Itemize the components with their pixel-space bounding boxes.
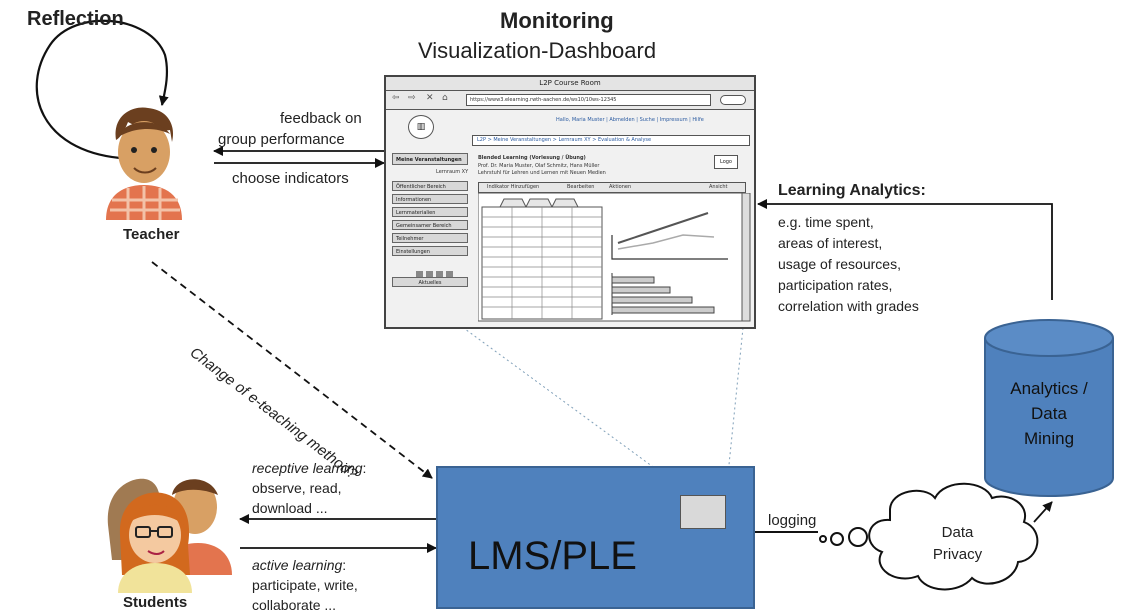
mockup-side-header: Meine Veranstaltungen	[392, 153, 468, 165]
mockup-side-item: Einstellungen	[392, 246, 468, 256]
receptive-colon: :	[362, 460, 367, 476]
privacy-line1: Data	[941, 524, 974, 541]
students-label: Students	[123, 594, 188, 611]
db-line1: Analytics /	[1010, 379, 1088, 398]
db-line2: Data	[1031, 404, 1067, 423]
mockup-toolbar: Indikator Hinzufügen Bearbeiten Aktionen…	[478, 182, 746, 193]
lms-ple-box: LMS/PLE	[436, 466, 755, 609]
lms-screen-icon	[680, 495, 726, 529]
analytics-item: e.g. time spent,	[778, 214, 874, 230]
students-avatar	[107, 478, 232, 593]
active-colon: :	[342, 557, 347, 573]
mockup-course-line2: Prof. Dr. Maria Muster, Olaf Schmitz, Ha…	[478, 163, 600, 169]
mockup-side-item: Öffentlicher Bereich	[392, 181, 468, 191]
privacy-to-db-arrow	[1033, 501, 1053, 523]
change-method-arrow	[151, 261, 433, 479]
mockup-toolbar-item: Indikator Hinzufügen	[487, 184, 540, 190]
teacher-avatar	[106, 107, 182, 220]
mockup-breadcrumb-bar: L2P > Meine Veranstaltungen > Lernraum X…	[472, 135, 750, 146]
monitoring-subtitle: Visualization-Dashboard	[418, 38, 657, 63]
mockup-toolbar-item: Bearbeiten	[567, 184, 595, 190]
mockup-side-item: Lernmaterialien	[392, 207, 468, 217]
home-icon: ⌂	[442, 93, 448, 103]
mockup-side-item: Informationen	[392, 194, 468, 204]
learning-analytics-title: Learning Analytics:	[778, 182, 926, 199]
feedback-line1: feedback on	[280, 110, 362, 127]
mockup-window-title: L2P Course Room	[386, 77, 754, 91]
logging-label: logging	[768, 512, 817, 529]
receptive-line3: download ...	[252, 500, 328, 516]
receptive-line2: observe, read,	[252, 480, 342, 496]
mockup-side-icons	[416, 262, 456, 277]
data-privacy-cloud	[868, 482, 1039, 591]
mockup-toolbar-item: Aktionen	[609, 184, 632, 190]
reflection-label: Reflection	[27, 8, 124, 30]
mockup-logo-button: Logo	[714, 155, 738, 169]
db-line3: Mining	[1023, 429, 1075, 448]
mockup-url: https://www3.elearning.rwth-aachen.de/ws…	[466, 94, 711, 106]
analytics-db-label: Analytics / Data Mining	[985, 376, 1113, 451]
back-icon: ⇦	[392, 93, 400, 103]
lms-ple-label: LMS/PLE	[468, 534, 637, 578]
monitoring-title: Monitoring	[500, 8, 614, 33]
forward-icon: ⇨	[408, 93, 416, 103]
mockup-course-line3: Lehrstuhl für Lehren und Lernen mit Neue…	[478, 170, 606, 176]
mockup-search-pill	[720, 95, 746, 105]
analytics-database	[984, 319, 1114, 497]
analytics-item: participation rates,	[778, 277, 893, 293]
data-privacy-label: Data Privacy	[900, 522, 1015, 566]
learning-analytics-list: e.g. time spent, areas of interest, usag…	[778, 212, 919, 317]
mockup-breadcrumb: L2P > Meine Veranstaltungen > Lernraum X…	[477, 137, 652, 143]
mockup-side-item: Gemeinsamer Bereich	[392, 220, 468, 230]
mockup-toolbar-item: Ansicht	[709, 184, 728, 190]
active-line3: collaborate ...	[252, 597, 337, 613]
active-learning-text: active learning: participate, write, col…	[252, 555, 358, 615]
mockup-navbar: ⇦ ⇨ ✕ ⌂ https://www3.elearning.rwth-aach…	[386, 91, 754, 110]
analytics-item: areas of interest,	[778, 235, 883, 251]
db-to-dashboard-arrow	[757, 199, 1053, 300]
mockup-top-links: Hallo, Maria Muster | Abmelden | Suche |…	[556, 117, 704, 123]
dashboard-mockup: L2P Course Room ⇦ ⇨ ✕ ⌂ https://www3.ele…	[384, 75, 756, 329]
receptive-learning-text: receptive learning: observe, read, downl…	[252, 458, 366, 518]
mockup-side-button: Aktuelles	[392, 277, 468, 287]
analytics-item: usage of resources,	[778, 256, 901, 272]
privacy-line2: Privacy	[932, 546, 983, 563]
choose-indicators-label: choose indicators	[232, 170, 349, 187]
active-term: active learning	[252, 557, 343, 573]
analytics-item: correlation with grades	[778, 298, 919, 314]
mockup-logo-icon: ▥	[408, 115, 434, 139]
teacher-label: Teacher	[123, 226, 180, 243]
mockup-side-item: Teilnehmer	[392, 233, 468, 243]
mockup-content-panels	[478, 193, 751, 322]
active-line2: participate, write,	[252, 577, 358, 593]
reflection-loop-arrow	[35, 19, 169, 160]
mockup-course-title: Blended Learning (Vorlesung / Übung)	[478, 155, 586, 161]
receptive-term: receptive learning	[252, 460, 363, 476]
mockup-side-sub: Lernraum XY	[436, 169, 469, 175]
feedback-line2: group performance	[218, 131, 345, 148]
close-icon: ✕	[426, 93, 434, 103]
